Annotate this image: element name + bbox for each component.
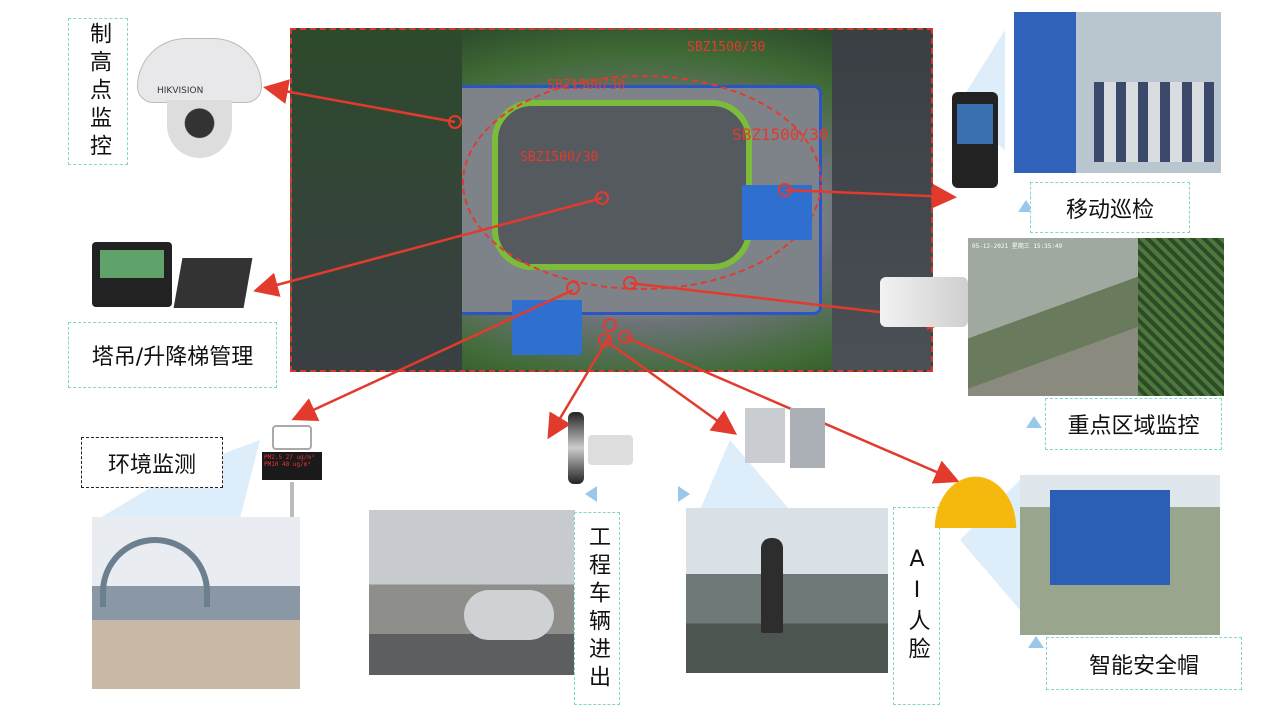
crane-tag: SBZ1500/30 <box>687 40 766 55</box>
face-terminal-image <box>790 408 825 468</box>
env-row: PM10 48 ug/m³ <box>264 461 311 468</box>
label-key-area-monitoring: 重点区域监控 <box>1045 398 1222 450</box>
bullet-camera-image <box>880 277 968 327</box>
site-gate-photo <box>92 517 300 689</box>
site-office <box>512 300 582 355</box>
patrol-photo <box>1014 12 1221 173</box>
pointer-triangle-icon <box>678 486 690 502</box>
key-area-photo: 05-12-2021 星期三 15:35:49 <box>968 238 1224 396</box>
face-gate-photo <box>686 508 888 673</box>
vehicle-entry-photo <box>369 510 575 675</box>
crane-controller-image <box>92 242 172 307</box>
pointer-triangle-icon <box>585 486 597 502</box>
turnstile-image <box>745 408 785 463</box>
arrow <box>604 338 738 435</box>
label-environment-monitoring: 环境监测 <box>81 437 223 488</box>
label-crane-management: 塔吊/升降梯管理 <box>68 322 277 388</box>
body-camera-image <box>952 92 998 188</box>
label-ai-face: AI人脸 <box>893 507 940 705</box>
lpr-camera-image <box>588 435 633 465</box>
pointer-triangle-icon <box>1028 636 1044 648</box>
crane-range <box>462 75 822 290</box>
label-high-point-monitoring: 制高点监控 <box>68 18 128 165</box>
env-row: PM2.5 27 ug/m³ <box>264 454 315 461</box>
label-smart-helmet: 智能安全帽 <box>1046 637 1242 690</box>
arrow <box>547 334 612 440</box>
camera-brand: HIKVISION <box>157 86 204 96</box>
weather-sensor-icon <box>272 425 312 450</box>
panoramic-camera-image: HIKVISION <box>137 28 262 158</box>
pointer-triangle-icon <box>1026 416 1042 428</box>
arrow <box>784 183 957 209</box>
arrow <box>291 288 574 421</box>
safety-board-photo <box>1020 475 1220 635</box>
barrier-camera-image <box>568 412 584 484</box>
crane-tag: SBZ1500/30 <box>520 150 599 165</box>
timestamp-overlay: 05-12-2021 星期三 15:35:49 <box>972 243 1063 250</box>
crane-display-image <box>173 258 253 308</box>
arrow <box>253 196 603 297</box>
site-3d-map: SBZ1500/30 SBZ1500/30 SBZ1500/30 SBZ1500… <box>290 28 933 372</box>
crane-tag: SBZ1500/30 <box>732 125 829 144</box>
arrow <box>263 79 456 124</box>
label-vehicle-access: 工程车辆进出 <box>574 512 620 705</box>
road-area <box>292 30 462 370</box>
crane-tag: SBZ1500/30 <box>547 78 626 93</box>
site-office <box>742 185 812 240</box>
label-mobile-patrol: 移动巡检 <box>1030 182 1190 233</box>
